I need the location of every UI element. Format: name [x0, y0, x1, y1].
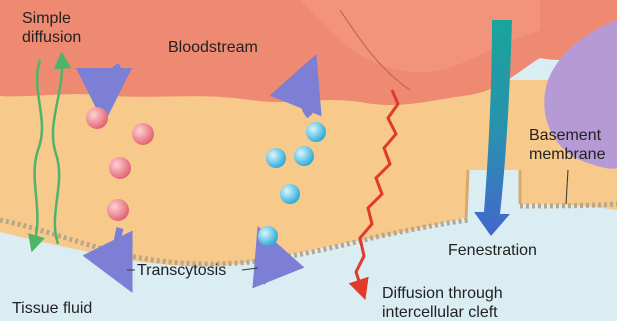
simple-diffusion-label: Simple diffusion — [22, 9, 81, 47]
simple-diffusion-label-line2: diffusion — [22, 28, 81, 47]
basement-membrane-label-line1: Basement — [529, 126, 605, 145]
transcytosis-label: Transcytosis — [137, 261, 226, 280]
transcytosis-vesicle — [258, 226, 278, 246]
simple-diffusion-label-line1: Simple — [22, 9, 81, 28]
bloodstream-label: Bloodstream — [168, 38, 258, 57]
transcytosis-vesicle — [306, 122, 326, 142]
basement-membrane-label-line2: membrane — [529, 145, 605, 164]
transcytosis-vesicle — [280, 184, 300, 204]
fenestration-label: Fenestration — [448, 241, 537, 260]
intercellular-cleft-label: Diffusion through intercellular cleft — [382, 284, 503, 321]
intercellular-cleft-label-line1: Diffusion through — [382, 284, 503, 303]
intercellular-cleft-label-line2: intercellular cleft — [382, 303, 503, 321]
basement-membrane-label: Basement membrane — [529, 126, 605, 164]
transcytosis-vesicle — [86, 107, 108, 129]
transcytosis-vesicle — [107, 199, 129, 221]
tissue-fluid-label: Tissue fluid — [12, 299, 92, 318]
transcytosis-vesicle — [109, 157, 131, 179]
transcytosis-vesicle — [266, 148, 286, 168]
fenestration-wall — [466, 170, 468, 218]
transcytosis-arrow — [116, 228, 120, 268]
transcytosis-vesicle — [132, 123, 154, 145]
transcytosis-vesicle — [294, 146, 314, 166]
